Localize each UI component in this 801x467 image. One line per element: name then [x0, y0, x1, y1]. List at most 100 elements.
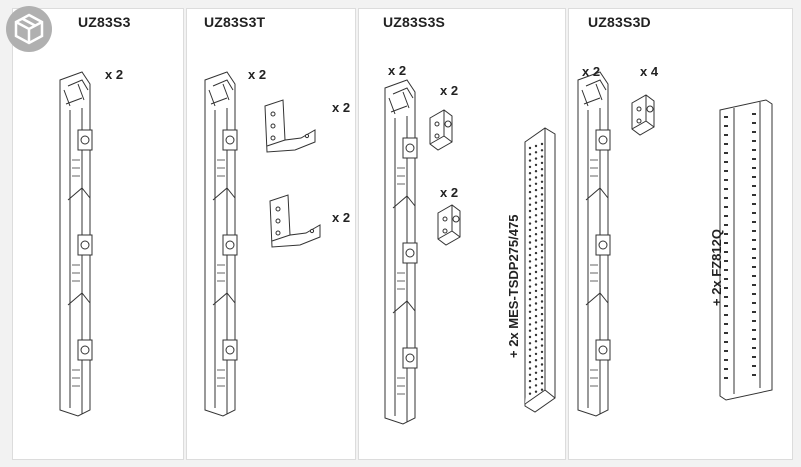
package-box-icon: [6, 6, 52, 52]
bracket-drawing: [269, 194, 321, 248]
accessory-label: + 2x FZ812Q: [709, 229, 724, 306]
perforation-dot: [534, 296, 538, 299]
ladder-slot: [752, 203, 756, 205]
perforation-dot: [528, 241, 532, 244]
perforation-dot: [534, 346, 538, 349]
ladder-slot: [752, 185, 756, 187]
perforation-dot: [534, 359, 538, 362]
perforation-dot: [528, 153, 532, 156]
quantity-label: x 2: [332, 210, 351, 225]
ladder-slot: [724, 197, 728, 199]
ladder-slot: [724, 224, 728, 226]
panel-uz83s3: [12, 8, 184, 460]
ladder-slot: [752, 374, 756, 376]
perforation-dot: [540, 287, 544, 291]
ladder-slot: [752, 221, 756, 223]
ladder-slot: [724, 368, 728, 370]
perforation-dot: [528, 304, 532, 307]
perforation-dot: [528, 266, 532, 269]
perforation-dot: [534, 365, 538, 368]
panel-title: UZ83S3: [78, 14, 131, 30]
ladder-slot: [752, 329, 756, 331]
perforation-dot: [534, 226, 538, 230]
ladder-slot: [724, 179, 728, 181]
perforation-dot: [540, 199, 544, 202]
perforation-dot: [540, 300, 544, 303]
perforation-dot: [540, 205, 544, 209]
ladder-slot: [752, 347, 756, 349]
quantity-label: x 2: [582, 64, 601, 79]
perforation-dot: [540, 382, 544, 385]
perforation-dot: [528, 260, 532, 263]
ladder-slot: [752, 167, 756, 169]
perforation-dot: [534, 157, 538, 160]
perforation-dot: [528, 291, 532, 295]
ladder-slot: [752, 149, 756, 151]
quantity-label: x 2: [105, 67, 124, 82]
ladder-slot: [724, 206, 728, 208]
perforation-dot: [528, 253, 532, 257]
ladder-slot: [724, 143, 728, 145]
ladder-slot: [752, 275, 756, 277]
ladder-slot: [752, 176, 756, 178]
ladder-slot: [752, 338, 756, 340]
perforation-dot: [534, 377, 538, 381]
ladder-slot: [752, 212, 756, 214]
perforation-dot: [528, 165, 532, 169]
perforation-dot: [534, 163, 538, 167]
perforation-dot: [534, 264, 538, 267]
perforation-dot: [528, 361, 532, 364]
perforation-dot: [540, 281, 544, 284]
ladder-slot: [752, 131, 756, 133]
ladder-slot: [724, 188, 728, 190]
panel-title: UZ83S3T: [204, 14, 266, 30]
ladder-slot: [724, 305, 728, 307]
perforation-dot: [540, 363, 544, 366]
perforation-dot: [528, 190, 532, 194]
ladder-slot: [724, 152, 728, 154]
perforation-dot: [534, 233, 538, 236]
perforation-dot: [534, 277, 538, 280]
bracket-drawing: [429, 109, 453, 151]
perforation-dot: [534, 390, 538, 393]
perforation-dot: [534, 207, 538, 211]
perforation-dot: [528, 178, 532, 181]
perforation-dot: [540, 325, 544, 328]
perforation-dot: [540, 237, 544, 240]
perforation-dot: [534, 239, 538, 242]
ladder-slot: [724, 341, 728, 343]
perforation-dot: [540, 218, 544, 221]
bracket-drawing: [437, 204, 461, 246]
perforation-dot: [540, 186, 544, 190]
ladder-slot: [724, 278, 728, 280]
ladder-slot: [724, 233, 728, 235]
perforation-dot: [528, 159, 532, 162]
perforation-dot: [534, 333, 538, 337]
rail-drawing: [59, 71, 93, 417]
perforation-dot: [540, 224, 544, 228]
panel-title: UZ83S3D: [588, 14, 651, 30]
perforation-dot: [534, 314, 538, 318]
accessory-label: + 2x MES-TSDP275/475: [506, 214, 521, 358]
perforation-dot: [540, 319, 544, 322]
quantity-label: x 2: [440, 185, 459, 200]
perforation-dot: [534, 302, 538, 305]
perforation-dot: [534, 151, 538, 154]
quantity-label: x 2: [332, 100, 351, 115]
perforation-dot: [528, 373, 532, 376]
perforation-dot: [534, 283, 538, 286]
perforation-dot: [540, 312, 544, 316]
perforation-dot: [540, 375, 544, 379]
perforation-dot: [540, 306, 544, 309]
perforation-dot: [540, 161, 544, 165]
perforation-dot: [540, 338, 544, 341]
perforation-dot: [540, 268, 544, 272]
perforation-dot: [528, 310, 532, 313]
ladder-slot: [724, 161, 728, 163]
perforation-dot: [528, 298, 532, 301]
ladder-slot: [752, 158, 756, 160]
perforation-dot: [540, 369, 544, 372]
perforation-dot: [540, 212, 544, 215]
ladder-slot: [752, 239, 756, 241]
